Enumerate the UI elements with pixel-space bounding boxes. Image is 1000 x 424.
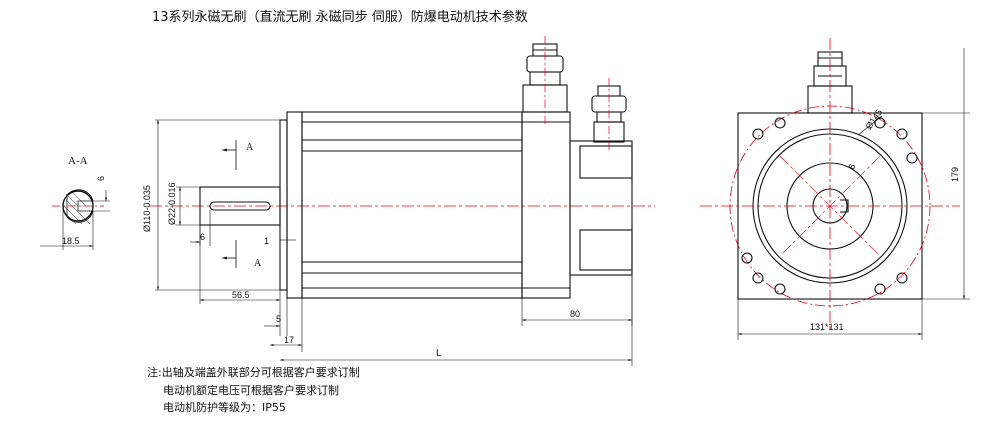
front-dimensions (737, 48, 970, 340)
total-length-dim: L (436, 348, 442, 359)
note-line: 电动机防护等级为：IP55 (163, 401, 286, 414)
cut-mark-top: A (246, 142, 254, 153)
side-view (150, 36, 655, 299)
square-dim: 131*131 (810, 322, 844, 332)
shaft-length-dim: 56.5 (232, 290, 250, 300)
flange-step-dim: 1 (264, 236, 269, 246)
hole-dim: 6 (846, 163, 857, 171)
note-line: 电动机额定电压可根据客户要求订制 (163, 383, 339, 397)
flange-thickness-dim: 5 (276, 314, 281, 324)
page-title: 13系列永磁无刷（直流无刷 永磁同步 伺服）防爆电动机技术参数 (152, 10, 528, 25)
cut-marks: A A (222, 140, 262, 269)
section-label: A-A (68, 155, 88, 167)
shaft-diameter-dim: Ø22-0.016 (167, 182, 177, 225)
pilot-length-dim: 17 (284, 335, 294, 345)
notes: 注:出轴及端盖外联部分可根据客户要求订制 电动机额定电压可根据客户要求订制 电动… (147, 364, 360, 417)
side-dimensions (155, 119, 633, 366)
height-dim: 179 (950, 167, 960, 182)
key-depth-dim: 6 (96, 176, 106, 181)
cut-mark-bottom: A (254, 258, 262, 269)
key-offset-dim: 6 (200, 232, 205, 242)
rear-length-dim: 80 (570, 309, 580, 319)
section-view: A-A 6 18.5 (40, 155, 110, 250)
shaft-width-dim: 18.5 (62, 236, 80, 246)
front-centerlines (700, 38, 960, 330)
flange-diameter-dim: Ø110-0.035 (142, 185, 152, 232)
note-line: 注:出轴及端盖外联部分可根据客户要求订制 (147, 366, 360, 379)
